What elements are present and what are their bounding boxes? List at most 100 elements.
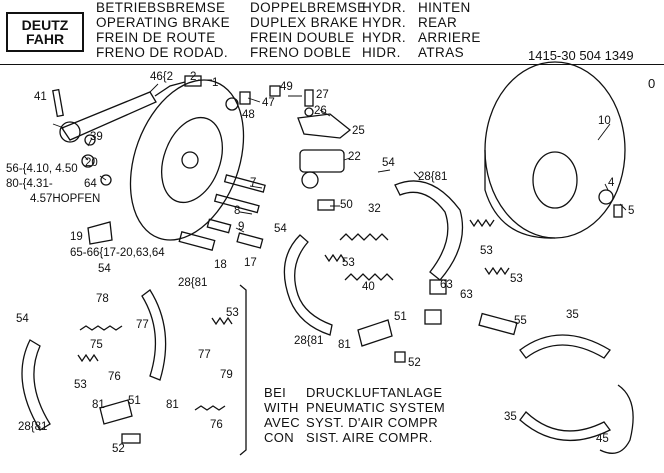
title-column-1: BETRIEBSBREMSE OPERATING BRAKE FREIN DE …	[96, 0, 230, 60]
label-39: 39	[90, 131, 103, 143]
spring-40	[344, 273, 394, 281]
title-es: FRENO DE RODAD.	[96, 45, 229, 60]
cap-49	[269, 85, 281, 97]
legend-bracket	[239, 284, 247, 456]
title-es-3: HIDR.	[362, 45, 401, 60]
spring-53a	[469, 218, 495, 228]
brake-shoe-lower-left	[21, 339, 51, 431]
legend-row-es: CON SIST. AIRE COMPR.	[264, 430, 445, 445]
label-2881b: 28{81	[178, 277, 207, 289]
brake-shoe-center	[283, 234, 333, 336]
legend-row-de: BEI DRUCKLUFTANLAGE	[264, 385, 445, 400]
bolt-50	[317, 199, 335, 211]
label-5: 5	[628, 205, 634, 217]
label-80: 80-{4.31-	[6, 178, 53, 190]
label-2881a: 28{81	[418, 171, 447, 183]
wheel-cylinder-22	[299, 149, 345, 173]
label-9: 9	[238, 221, 244, 233]
title-column-2: DOPPELBREMSE DUPLEX BRAKE FREIN DOUBLE F…	[250, 0, 367, 60]
deutz-fahr-logo: DEUTZ FAHR	[6, 12, 84, 52]
bolt-52a	[394, 351, 406, 363]
label-17: 17	[244, 257, 257, 269]
legend-value-de: DRUCKLUFTANLAGE	[306, 385, 443, 400]
label-53c: 53	[226, 307, 239, 319]
label-10: 10	[598, 115, 611, 127]
brake-shoe-upper-right	[394, 180, 464, 281]
title-de-2: DOPPELBREMSE	[250, 0, 367, 15]
label-22: 22	[348, 151, 361, 163]
label-75: 75	[90, 339, 103, 351]
legend-value-es: SIST. AIRE COMPR.	[306, 430, 433, 445]
label-19: 19	[70, 231, 83, 243]
bolt-8	[213, 193, 260, 214]
header-divider	[0, 64, 664, 65]
bracket-25	[297, 113, 352, 139]
backing-plate-center	[181, 151, 199, 169]
legend-key-es: CON	[264, 430, 295, 445]
title-en-3: HYDR.	[362, 15, 407, 30]
label-63b: 63	[460, 289, 473, 301]
spring-53c	[211, 316, 233, 326]
hose-fitting-2	[184, 75, 202, 87]
label-51b: 51	[128, 395, 141, 407]
label-457: 4.57HOPFEN	[30, 193, 100, 205]
label-81a: 81	[338, 339, 351, 351]
legend-row-en: WITH PNEUMATIC SYSTEM	[264, 400, 445, 415]
label-53e: 53	[74, 379, 87, 391]
label-54c: 54	[98, 263, 111, 275]
title-en-4: REAR	[418, 15, 458, 30]
label-56: 56-{4.10, 4.50	[6, 163, 78, 175]
legend-key-de: BEI	[264, 385, 287, 400]
bolt-27	[304, 89, 314, 107]
label-6566: 65-66{17-20,63,64	[70, 247, 165, 259]
plate-51b	[99, 399, 133, 425]
label-25: 25	[352, 125, 365, 137]
label-41: 41	[34, 91, 47, 103]
title-en-2: DUPLEX BRAKE	[250, 15, 359, 30]
spring-75	[79, 325, 123, 331]
title-es-4: ATRAS	[418, 45, 465, 60]
label-55: 55	[514, 315, 527, 327]
title-column-3: HYDR. HYDR. HYDR. HIDR.	[362, 0, 406, 60]
brake-drum-hub	[532, 151, 578, 209]
bleeder-47	[239, 91, 251, 105]
label-47: 47	[262, 97, 275, 109]
label-2: 2	[190, 71, 196, 83]
pin-63b	[424, 309, 442, 325]
label-2881d: 28{81	[18, 421, 47, 433]
label-77b: 77	[198, 349, 211, 361]
label-78: 78	[96, 293, 109, 305]
legend-key-en: WITH	[264, 400, 299, 415]
label-32: 32	[368, 203, 381, 215]
label-76a: 76	[108, 371, 121, 383]
legend-key-fr: AVEC	[264, 415, 301, 430]
label-64: 64	[84, 178, 97, 190]
washer-4	[598, 189, 614, 205]
adjuster-55	[478, 312, 518, 336]
label-4: 4	[608, 177, 615, 189]
label-81b: 81	[166, 399, 179, 411]
logo-line-1: DEUTZ	[21, 17, 69, 33]
title-de-4: HINTEN	[418, 0, 471, 15]
title-es-2: FRENO DOBLE	[250, 45, 352, 60]
bolt-5	[613, 204, 623, 218]
logo-line-2: FAHR	[25, 31, 65, 47]
label-53a: 53	[480, 245, 493, 257]
label-18: 18	[214, 259, 227, 271]
brake-drum-side	[484, 150, 556, 239]
bolt-52b	[121, 433, 141, 444]
label-8: 8	[234, 205, 240, 217]
legend-value-en: PNEUMATIC SYSTEM	[306, 400, 446, 415]
label-1: 1	[212, 77, 218, 89]
lever-pivot	[59, 121, 81, 143]
title-fr: FREIN DE ROUTE	[96, 30, 216, 45]
backing-plate-hub	[161, 116, 223, 204]
shim-19	[87, 221, 113, 245]
label-54b: 54	[274, 223, 287, 235]
label-40: 40	[362, 281, 375, 293]
label-49: 49	[280, 81, 293, 93]
title-fr-2: FREIN DOUBLE	[250, 30, 355, 45]
spring-53d	[484, 266, 510, 276]
